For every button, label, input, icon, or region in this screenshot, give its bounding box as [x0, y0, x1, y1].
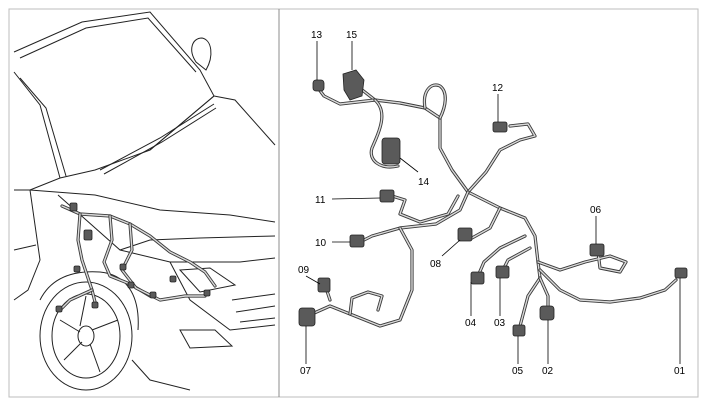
- callout-09: 09: [298, 265, 310, 276]
- vehicle-illustration: [13, 11, 276, 391]
- callout-06: 06: [590, 205, 602, 216]
- leader-08: [441, 239, 461, 257]
- connector-10: [349, 234, 365, 248]
- connector-03: [495, 265, 510, 279]
- callout-13: 13: [311, 30, 323, 41]
- callout-03: 03: [494, 318, 506, 329]
- connector-13: [312, 79, 325, 92]
- callout-07: 07: [300, 366, 312, 377]
- callout-02: 02: [542, 366, 554, 377]
- callout-15: 15: [346, 30, 358, 41]
- callout-14: 14: [418, 177, 430, 188]
- connector-11: [379, 189, 395, 203]
- wiring-harness: 13 15 12 14 11 10 06 08 09 04 03 07 05 0…: [298, 30, 688, 377]
- connector-06: [589, 243, 605, 257]
- connector-15: [342, 69, 365, 101]
- callout-12: 12: [492, 83, 504, 94]
- callout-01: 01: [674, 366, 686, 377]
- leader-11: [331, 197, 381, 200]
- callout-08: 08: [430, 259, 442, 270]
- leader-09: [305, 275, 321, 285]
- connector-05: [512, 324, 526, 337]
- diagram-border: [8, 8, 699, 398]
- callout-05: 05: [512, 366, 524, 377]
- connector-07: [298, 307, 316, 327]
- connector-04: [470, 271, 485, 285]
- connector-14: [381, 137, 401, 165]
- callout-04: 04: [465, 318, 477, 329]
- connector-02: [539, 305, 555, 321]
- callout-10: 10: [315, 238, 327, 249]
- connector-08: [457, 227, 473, 242]
- callout-11: 11: [315, 195, 326, 206]
- leader-14: [399, 157, 419, 173]
- connector-01: [674, 267, 688, 279]
- connector-12: [492, 121, 508, 133]
- connector-09: [317, 277, 331, 293]
